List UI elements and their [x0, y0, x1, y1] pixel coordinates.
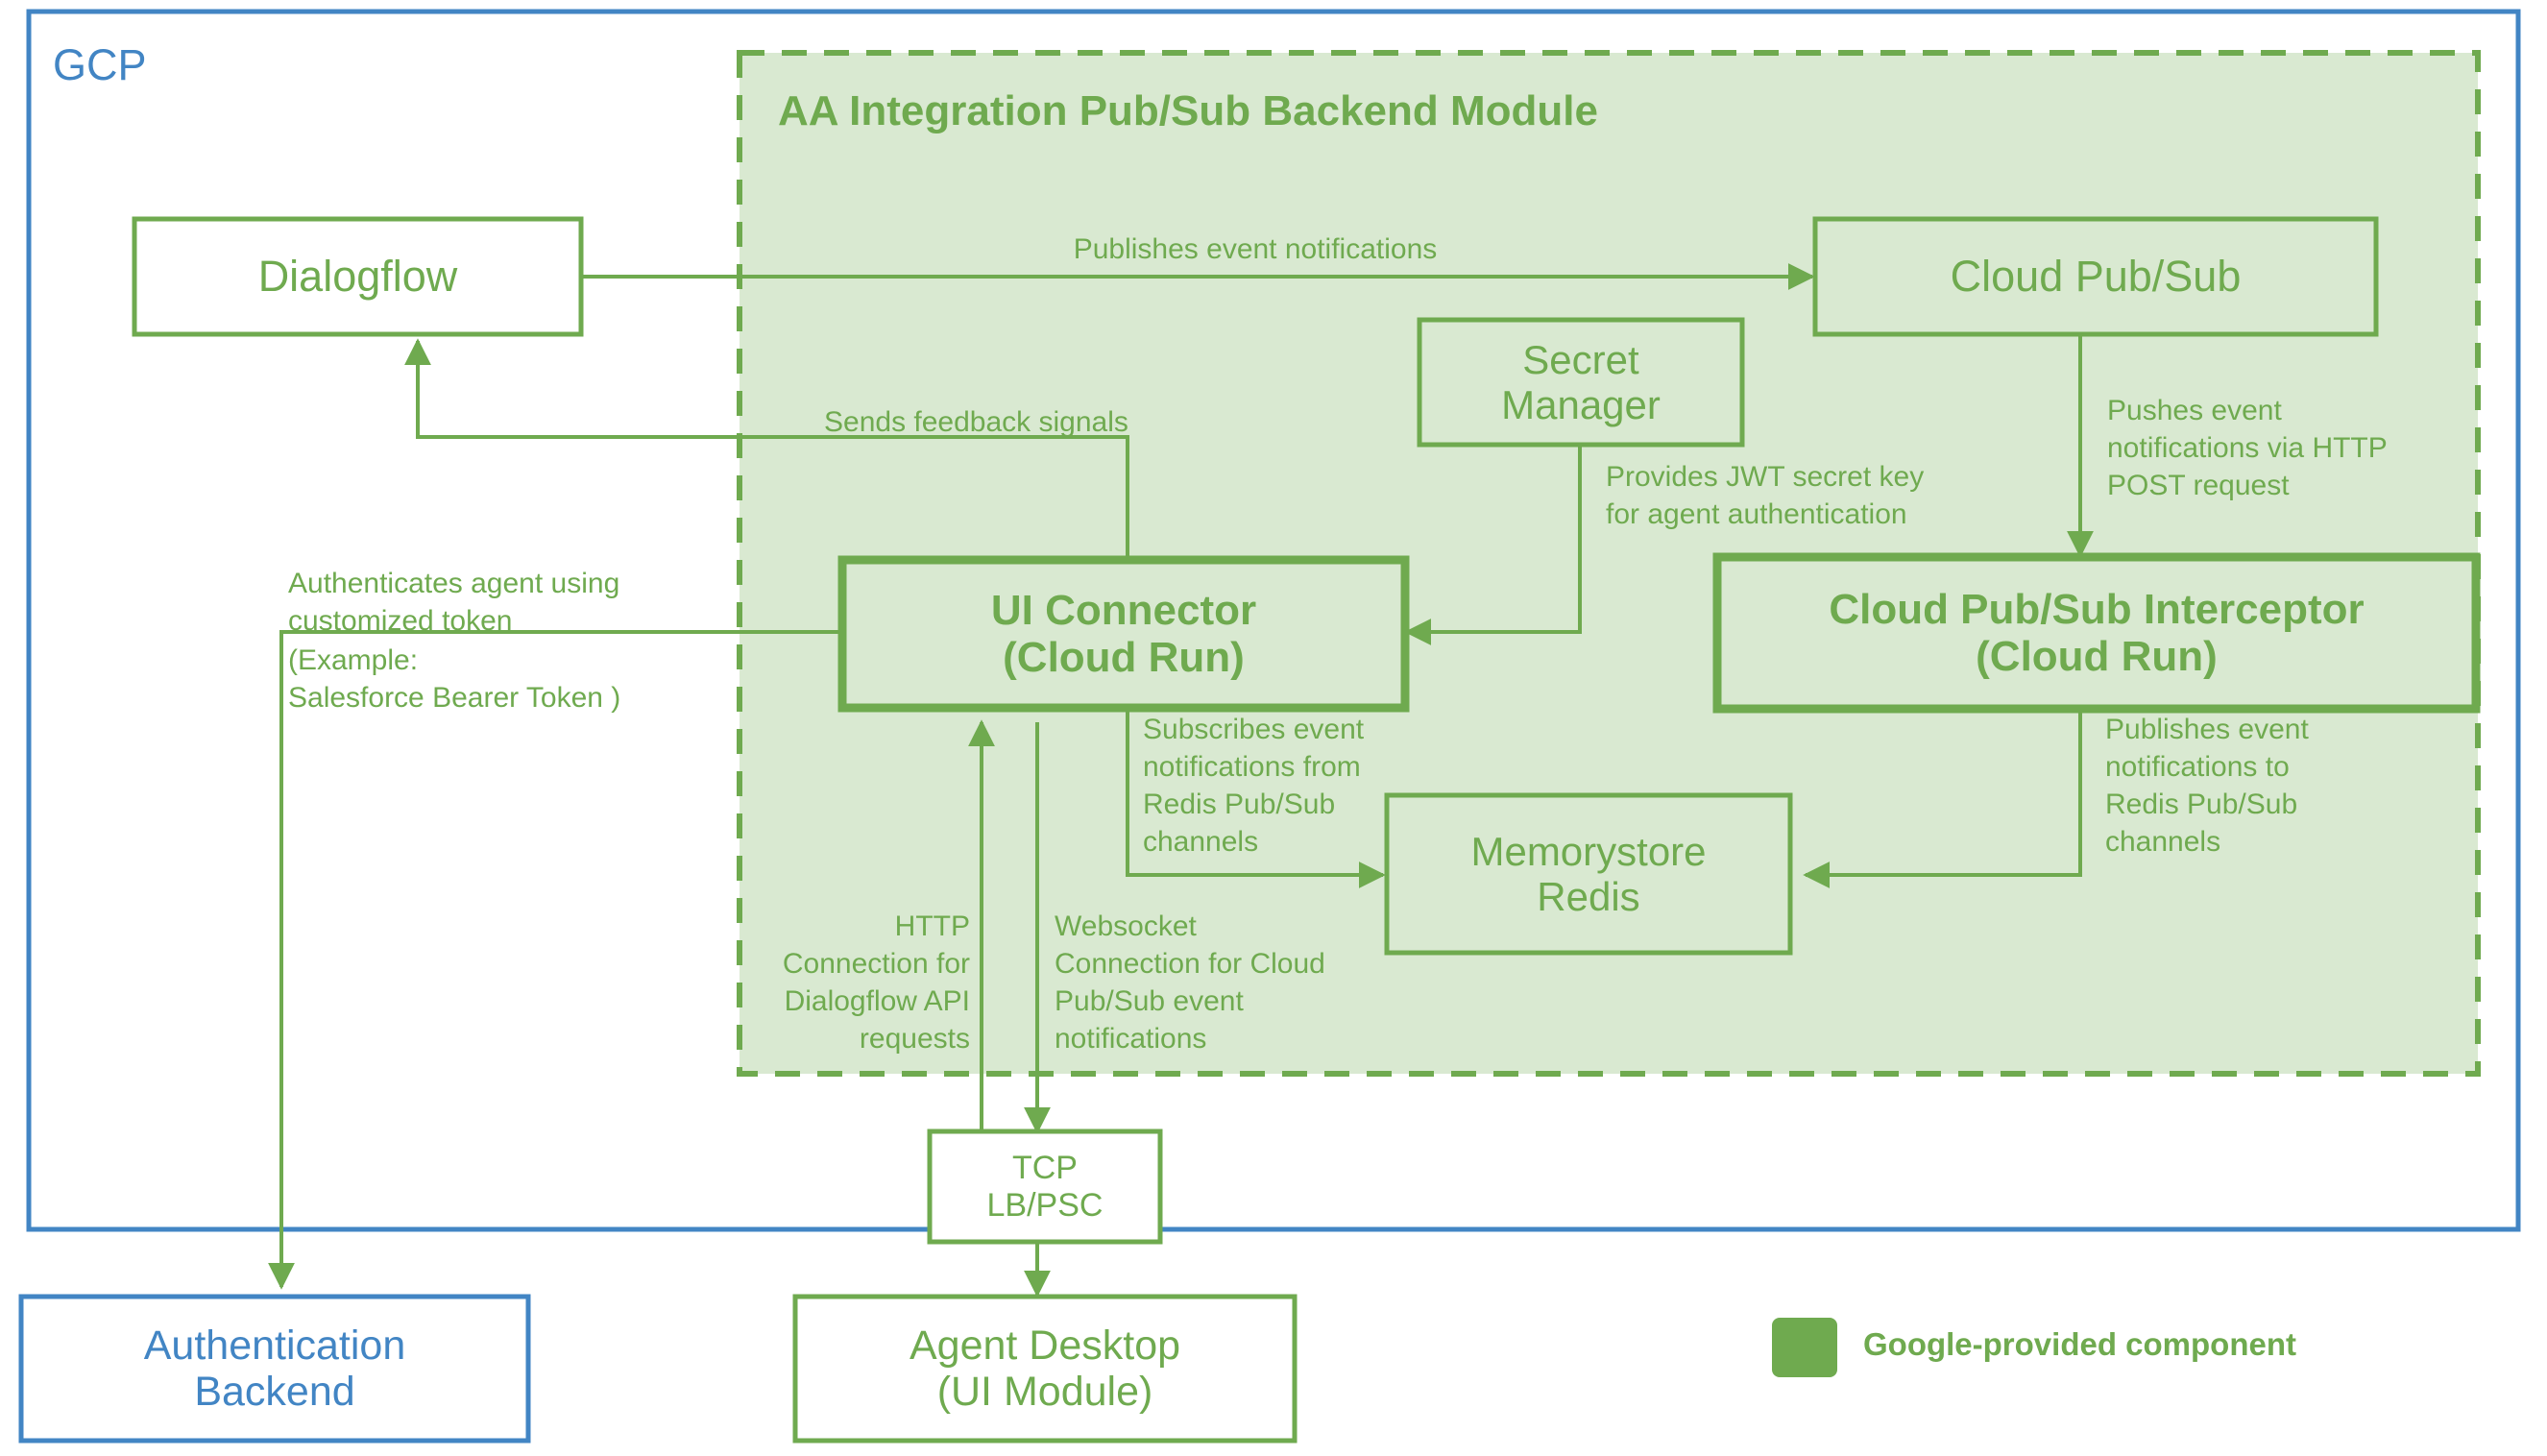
- node-memorystore-label[interactable]: Memorystore Redis: [1470, 828, 1707, 919]
- node-agent-desktop-rect: [792, 1294, 1298, 1444]
- edge-label-subscribes-event-redis: Subscribes event notifications from Redi…: [1143, 714, 1365, 858]
- edge-label-pushes-event-http-post: Pushes event notifications via HTTP POST…: [2107, 395, 2388, 501]
- edge-label-http-connection: HTTP Connection for Dialogflow API reque…: [782, 910, 970, 1055]
- edge-uiconnector-to-memorystore: [1126, 708, 1386, 888]
- node-interceptor-label[interactable]: Cloud Pub/Sub Interceptor (Cloud Run): [1829, 585, 2365, 680]
- edge-label-publishes-event-notifications: Publishes event notifications: [1073, 233, 1438, 265]
- node-ui-connector-label[interactable]: UI Connector (Cloud Run): [990, 586, 1257, 681]
- edge-secretmanager-to-uiconnector: [1404, 445, 1582, 645]
- node-secret-manager-rect: [1417, 317, 1745, 448]
- edge-label-sends-feedback-signals: Sends feedback signals: [824, 406, 1128, 438]
- node-interceptor-rect: [1712, 552, 2481, 714]
- aa-module-title: AA Integration Pub/Sub Backend Module: [778, 87, 1598, 135]
- edge-label-publishes-event-redis: Publishes event notifications to Redis P…: [2105, 714, 2309, 858]
- node-cloud-pubsub-rect: [1812, 216, 2379, 337]
- edge-label-provides-jwt: Provides JWT secret key for agent authen…: [1606, 461, 1925, 530]
- node-tcp-lb-label[interactable]: TCP LB/PSC: [986, 1150, 1104, 1224]
- node-auth-backend-rect: [18, 1294, 531, 1444]
- edge-label-authenticates-agent: Authenticates agent using customized tok…: [288, 568, 620, 637]
- edge-label-authenticates-example: (Example: Salesforce Bearer Token ): [288, 644, 621, 714]
- edge-interceptor-to-memorystore: [1803, 708, 2082, 888]
- node-memorystore-rect: [1384, 792, 1793, 956]
- node-auth-backend-label[interactable]: Authentication Backend: [143, 1322, 406, 1415]
- gcp-label: GCP: [53, 39, 147, 89]
- node-dialogflow-label[interactable]: Dialogflow: [257, 251, 458, 301]
- legend-label: Google-provided component: [1863, 1326, 2296, 1362]
- edge-uiconnector-to-auth-backend: [268, 630, 842, 1290]
- edge-label-websocket-connection: Websocket Connection for Cloud Pub/Sub e…: [1055, 910, 1325, 1055]
- node-dialogflow-rect: [132, 216, 584, 337]
- node-ui-connector-rect: [837, 555, 1410, 713]
- node-cloud-pubsub-label[interactable]: Cloud Pub/Sub: [1950, 251, 2242, 301]
- google-component-swatch: [1772, 1318, 1837, 1377]
- node-tcp-lb-rect: [927, 1128, 1163, 1245]
- edge-uiconnector-to-dialogflow: [404, 338, 1129, 560]
- node-agent-desktop-label[interactable]: Agent Desktop (UI Module): [909, 1322, 1181, 1415]
- node-secret-manager-label[interactable]: Secret Manager: [1501, 336, 1661, 427]
